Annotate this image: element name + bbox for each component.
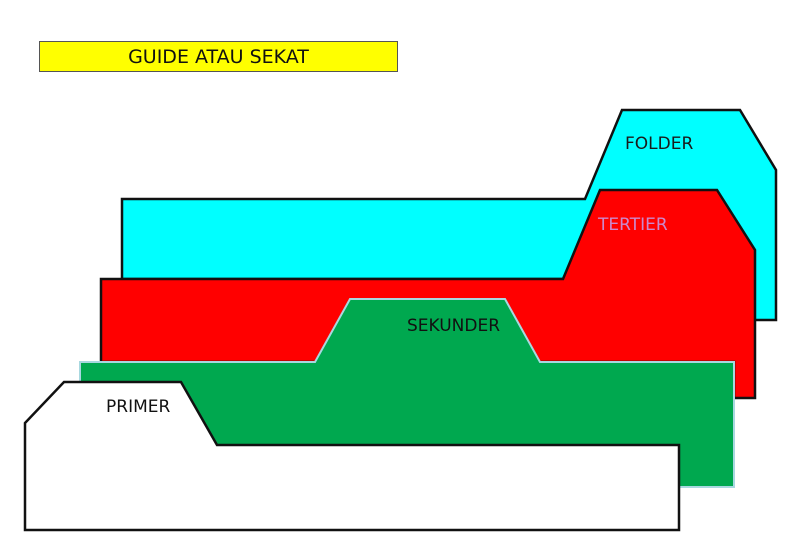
tertier-layer: TERTIER [99, 188, 757, 400]
tertier-label: TERTIER [597, 215, 668, 235]
folder-label: FOLDER [625, 134, 693, 154]
diagram-title: GUIDE ATAU SEKAT [39, 41, 398, 72]
primer-layer: PRIMER [23, 380, 681, 532]
primer-shape [23, 380, 681, 532]
primer-label: PRIMER [106, 397, 170, 417]
sekunder-label: SEKUNDER [407, 316, 500, 336]
